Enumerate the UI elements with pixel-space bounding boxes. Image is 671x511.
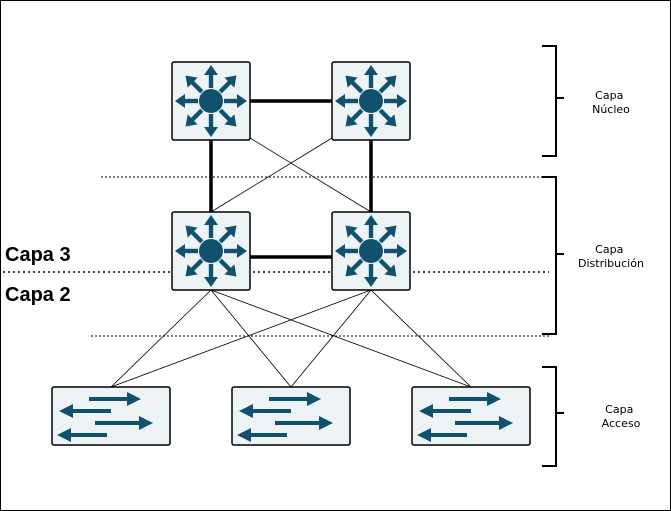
access-switch-1 xyxy=(51,386,171,446)
core-label-line1: Capa xyxy=(595,89,623,102)
access-brace xyxy=(542,366,564,467)
link-dist1-access2 xyxy=(210,289,292,388)
layer3-label: Capa 3 xyxy=(5,244,71,266)
core-switch-1 xyxy=(171,61,251,141)
multilayer-switch-icon xyxy=(335,65,407,137)
access-label-line1: Capa xyxy=(605,403,633,416)
link-dist1-access1 xyxy=(110,289,212,388)
core-label-line2: Núcleo xyxy=(592,103,630,116)
thin-links xyxy=(110,137,472,388)
distribution-label-line2: Distribución xyxy=(578,257,644,270)
access-layer-label: Capa Acceso xyxy=(602,403,641,430)
distribution-layer-label: Capa Distribución xyxy=(578,243,644,270)
access-label-line2: Acceso xyxy=(602,417,641,430)
multilayer-switch-icon xyxy=(175,215,247,287)
layer2-label: Capa 2 xyxy=(5,284,71,306)
distribution-label-line1: Capa xyxy=(595,243,623,256)
link-core2-dist1 xyxy=(210,137,333,213)
thick-links xyxy=(209,99,373,259)
layer-dividers xyxy=(3,176,549,337)
layer-braces xyxy=(542,45,564,467)
link-dist2-access3 xyxy=(370,289,472,388)
link-dist1-access3 xyxy=(210,289,472,388)
access-switch-2 xyxy=(231,386,351,446)
multilayer-switch-icon xyxy=(335,215,407,287)
distribution-switch-2 xyxy=(331,211,411,291)
link-core1-dist2 xyxy=(249,137,372,213)
core-brace xyxy=(542,45,564,157)
link-dist2-access2 xyxy=(290,289,372,388)
link-dist2-access1 xyxy=(110,289,372,388)
distribution-brace xyxy=(542,176,564,335)
core-switch-2 xyxy=(331,61,411,141)
multilayer-switch-icon xyxy=(175,65,247,137)
distribution-switch-1 xyxy=(171,211,251,291)
access-switch-3 xyxy=(411,386,531,446)
core-layer-label: Capa Núcleo xyxy=(592,89,630,116)
